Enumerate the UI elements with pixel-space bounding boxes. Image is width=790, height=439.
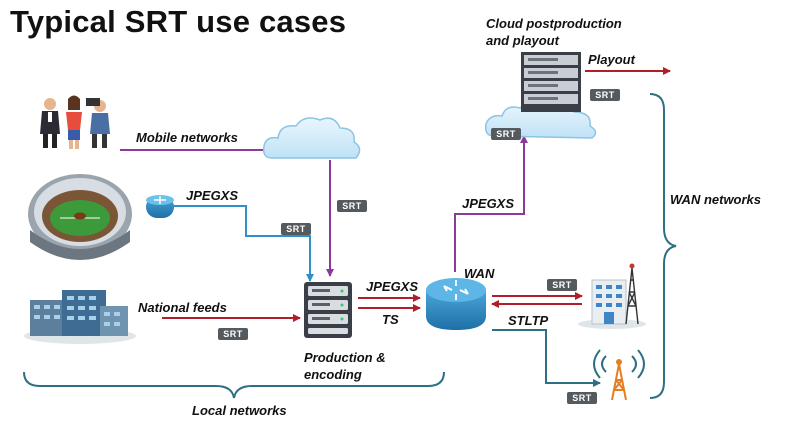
cloud-servers-icon bbox=[484, 52, 597, 139]
production-server-icon bbox=[304, 282, 352, 338]
cloud-icon-mobile bbox=[262, 117, 361, 159]
jpegxs-to-production-line bbox=[172, 205, 314, 282]
wan-label: WAN bbox=[464, 266, 495, 281]
wan-networks-brace bbox=[649, 93, 677, 399]
ts-label: TS bbox=[382, 312, 399, 327]
office-buildings-icon bbox=[24, 290, 136, 344]
mobile-networks-label: Mobile networks bbox=[136, 130, 238, 145]
page-title: Typical SRT use cases bbox=[10, 4, 347, 39]
jpegxs-output-label: JPEGXS bbox=[366, 279, 419, 294]
playout-label: Playout bbox=[588, 52, 635, 67]
srt-badge-national: SRT bbox=[218, 328, 248, 340]
wan-networks-label: WAN networks bbox=[670, 192, 762, 207]
transmitter-tower-icon bbox=[593, 349, 645, 401]
srt-badge-jpegxs: SRT bbox=[281, 223, 311, 235]
stltp-label: STLTP bbox=[508, 313, 549, 328]
encoding-label: encoding bbox=[304, 367, 362, 382]
stadium-icon bbox=[28, 174, 132, 260]
cloud-label-line2: and playout bbox=[486, 33, 559, 48]
production-label: Production & bbox=[304, 350, 386, 365]
national-feeds-label: National feeds bbox=[138, 300, 227, 315]
jpegxs-up-label: JPEGXS bbox=[462, 196, 515, 211]
broadcast-building-icon bbox=[578, 263, 646, 329]
wan-router-icon bbox=[426, 278, 486, 330]
local-networks-label: Local networks bbox=[192, 403, 287, 418]
wan-to-cloud-line bbox=[454, 135, 528, 272]
reporters-icon bbox=[40, 95, 110, 149]
srt-badge-tower: SRT bbox=[567, 392, 597, 404]
local-networks-brace bbox=[23, 371, 445, 399]
cloud-label-line1: Cloud postproduction bbox=[486, 16, 622, 31]
stltp-line bbox=[492, 329, 601, 387]
srt-badge-playout: SRT bbox=[590, 89, 620, 101]
srt-badge-cloud: SRT bbox=[491, 128, 521, 140]
srt-badge-mobile: SRT bbox=[337, 200, 367, 212]
srt-badge-building: SRT bbox=[547, 279, 577, 291]
router-icon-jpegxs bbox=[146, 195, 174, 218]
jpegxs-router-label: JPEGXS bbox=[186, 188, 239, 203]
